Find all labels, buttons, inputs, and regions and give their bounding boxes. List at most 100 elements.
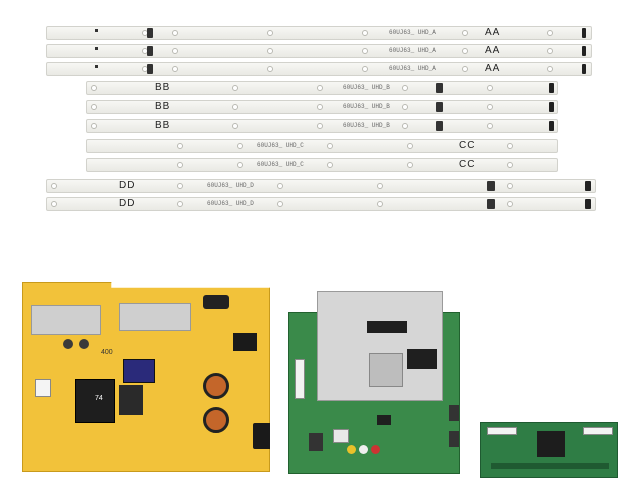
strip-connector [582,28,586,38]
led-lens [377,201,383,207]
led-lens [267,66,273,72]
strip-marker [95,47,98,50]
led-lens [407,143,413,149]
led-lens [51,183,57,189]
small-capacitor [79,339,89,349]
led-lens [507,162,513,168]
led-lens [317,104,323,110]
strip-mark: AA [485,63,501,74]
lvds-connector [295,359,305,399]
ethernet-port [333,429,349,443]
strip-logo-icon [436,121,443,131]
led-lens [377,183,383,189]
led-lens [277,183,283,189]
strip-mark: AA [485,45,501,56]
strip-mark: AA [485,27,501,38]
led-lens [267,48,273,54]
av-jack-red [371,445,380,454]
inductor-coil-2 [203,407,229,433]
led-lens [402,123,408,129]
led-lens [267,30,273,36]
led-strip-a2: 60UJ63_ UHD_A AA [46,44,592,58]
heatsink-right [119,303,191,331]
led-lens [462,66,468,72]
hdmi-port [449,431,459,447]
led-lens [317,85,323,91]
led-strip-d2: DD 60UJ63_ UHD_D [46,197,596,211]
led-lens [547,30,553,36]
led-lens [177,143,183,149]
led-lens [177,201,183,207]
led-lens [177,162,183,168]
fuse-holder [203,295,229,309]
led-lens [402,85,408,91]
strip-marker [95,29,98,32]
tuner-connector [309,433,323,451]
led-lens [172,66,178,72]
small-capacitor [63,339,73,349]
led-lens [237,143,243,149]
tcon-board [480,422,618,478]
tcon-component-row [491,463,609,469]
strip-logo-icon [487,199,495,209]
led-lens [487,123,493,129]
led-lens [407,162,413,168]
led-lens [91,123,97,129]
led-lens [172,48,178,54]
strip-code: 60UJ63_ UHD_A [389,65,436,72]
strip-mark: DD [119,180,136,191]
power-socket [253,423,270,449]
hdmi-port [449,405,459,421]
led-strip-b1: BB 60UJ63_ UHD_B [86,81,558,95]
led-lens [177,183,183,189]
heatsink-left [31,305,101,335]
led-lens [91,85,97,91]
strip-code: 60UJ63_ UHD_A [389,47,436,54]
strip-logo-icon [487,181,495,191]
usb-port [377,415,391,425]
led-lens [327,162,333,168]
chip-2 [407,349,437,369]
av-jack-yellow [347,445,356,454]
strip-connector [582,64,586,74]
main-board [288,291,460,474]
led-lens [487,85,493,91]
led-strip-c2: 60UJ63_ UHD_C CC [86,158,558,172]
led-lens [362,30,368,36]
strip-code: 60UJ63_ UHD_A [389,29,436,36]
strip-connector [585,181,591,191]
strip-code: 60UJ63_ UHD_B [343,122,390,129]
strip-marker [95,65,98,68]
led-lens [547,66,553,72]
transformer-secondary [119,385,143,415]
transformer [75,379,115,423]
strip-mark: DD [119,198,136,209]
strip-connector [582,46,586,56]
board-marking: 400 [101,349,113,356]
strip-logo-icon [147,64,153,74]
tcon-connector-left [487,427,517,435]
strip-connector [549,102,554,112]
chip-1 [367,321,407,333]
strip-code: 60UJ63_ UHD_D [207,182,254,189]
strip-code: 60UJ63_ UHD_C [257,161,304,168]
led-lens [402,104,408,110]
strip-connector [549,121,554,131]
processor-chip [369,353,403,387]
strip-logo-icon [436,83,443,93]
strip-mark: CC [459,140,476,151]
connector-block [35,379,51,397]
led-strip-b2: BB 60UJ63_ UHD_B [86,100,558,114]
led-lens [317,123,323,129]
led-lens [327,143,333,149]
board-marking: 74 [95,395,103,402]
led-lens [91,104,97,110]
led-lens [232,85,238,91]
strip-connector [585,199,591,209]
strip-mark: CC [459,159,476,170]
strip-code: 60UJ63_ UHD_D [207,200,254,207]
led-lens [172,30,178,36]
led-lens [277,201,283,207]
led-lens [547,48,553,54]
led-lens [362,48,368,54]
